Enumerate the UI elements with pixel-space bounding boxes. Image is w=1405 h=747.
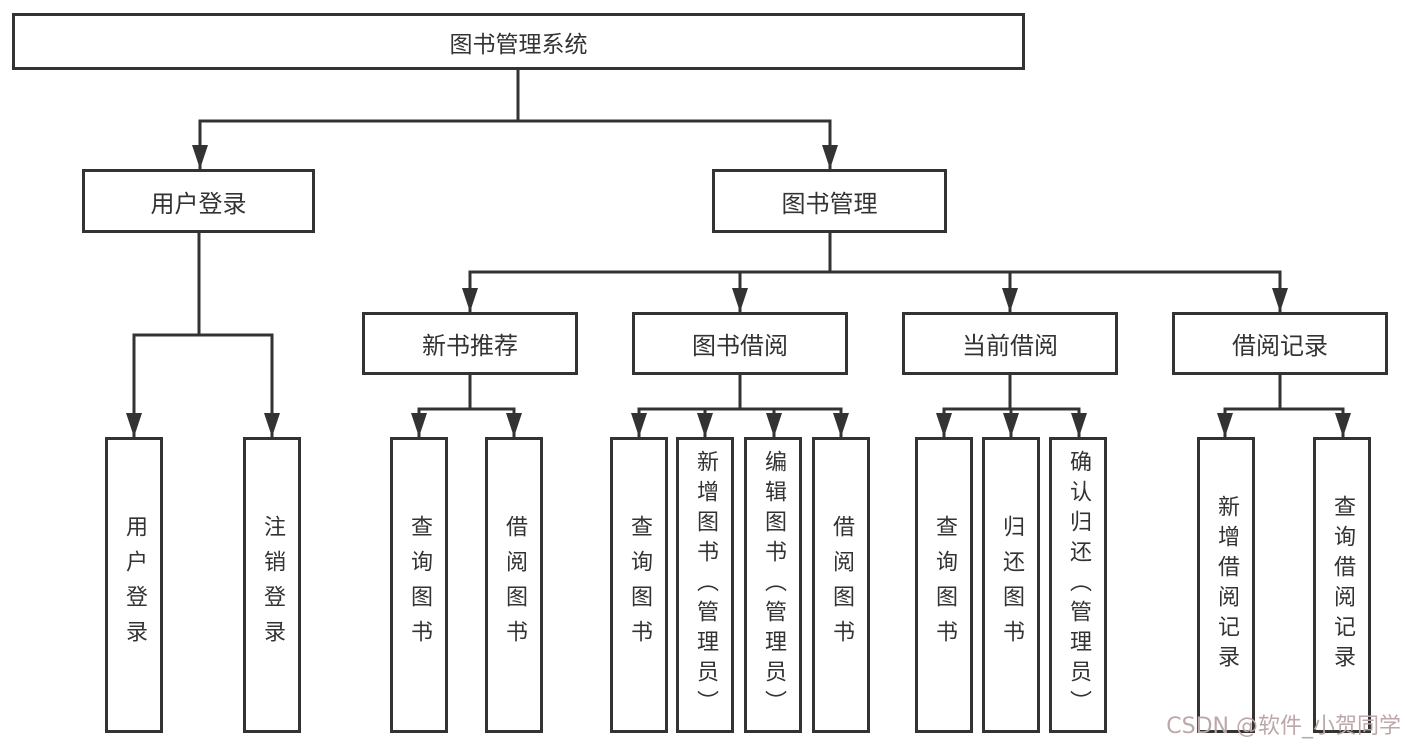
leaf-label: 查询图书 xyxy=(932,515,957,655)
leaf-logout: 注销登录 xyxy=(243,437,301,733)
node-user-login: 用户登录 xyxy=(82,169,315,233)
node-label: 新书推荐 xyxy=(422,332,518,360)
leaf-borrowing-borrow-books: 借阅图书 xyxy=(812,437,870,733)
leaf-label: 确认归还（管理员） xyxy=(1066,450,1091,720)
leaf-label: 注销登录 xyxy=(260,515,285,655)
leaf-recommend-query-books: 查询图书 xyxy=(390,437,448,733)
leaf-label: 借阅图书 xyxy=(502,515,527,655)
csdn-watermark: CSDN @软件_小贺同学 xyxy=(1166,714,1401,739)
leaf-label: 新增借阅记录 xyxy=(1214,495,1239,675)
node-label: 图书管理 xyxy=(781,189,878,218)
node-borrowing-records: 借阅记录 xyxy=(1172,312,1388,375)
node-label: 图书管理系统 xyxy=(449,31,588,58)
leaf-label: 查询图书 xyxy=(407,515,432,655)
node-library-system: 图书管理系统 xyxy=(12,13,1025,70)
leaf-label: 归还图书 xyxy=(999,515,1024,655)
leaf-confirm-return-admin: 确认归还（管理员） xyxy=(1049,437,1107,733)
leaf-label: 查询图书 xyxy=(627,515,652,655)
leaf-edit-books-admin: 编辑图书（管理员） xyxy=(744,437,802,733)
node-label: 图书借阅 xyxy=(692,332,788,360)
leaf-label: 编辑图书（管理员） xyxy=(761,450,786,720)
leaf-label: 用户登录 xyxy=(122,515,147,655)
leaf-return-books: 归还图书 xyxy=(982,437,1040,733)
node-book-management: 图书管理 xyxy=(712,169,947,233)
leaf-add-borrow-record: 新增借阅记录 xyxy=(1197,437,1255,733)
leaf-label: 查询借阅记录 xyxy=(1330,495,1355,675)
leaf-borrowing-query-books: 查询图书 xyxy=(610,437,668,733)
node-label: 用户登录 xyxy=(150,189,247,218)
node-label: 当前借阅 xyxy=(962,332,1058,360)
leaf-add-books-admin: 新增图书（管理员） xyxy=(676,437,734,733)
node-book-borrowing: 图书借阅 xyxy=(632,312,848,375)
leaf-user-login: 用户登录 xyxy=(105,437,163,733)
leaf-current-query-books: 查询图书 xyxy=(915,437,973,733)
leaf-label: 借阅图书 xyxy=(829,515,854,655)
node-label: 借阅记录 xyxy=(1232,332,1328,360)
node-current-borrowing: 当前借阅 xyxy=(902,312,1118,375)
leaf-query-borrow-record: 查询借阅记录 xyxy=(1313,437,1371,733)
leaf-label: 新增图书（管理员） xyxy=(693,450,718,720)
leaf-recommend-borrow-books: 借阅图书 xyxy=(485,437,543,733)
node-new-book-recommend: 新书推荐 xyxy=(362,312,578,375)
